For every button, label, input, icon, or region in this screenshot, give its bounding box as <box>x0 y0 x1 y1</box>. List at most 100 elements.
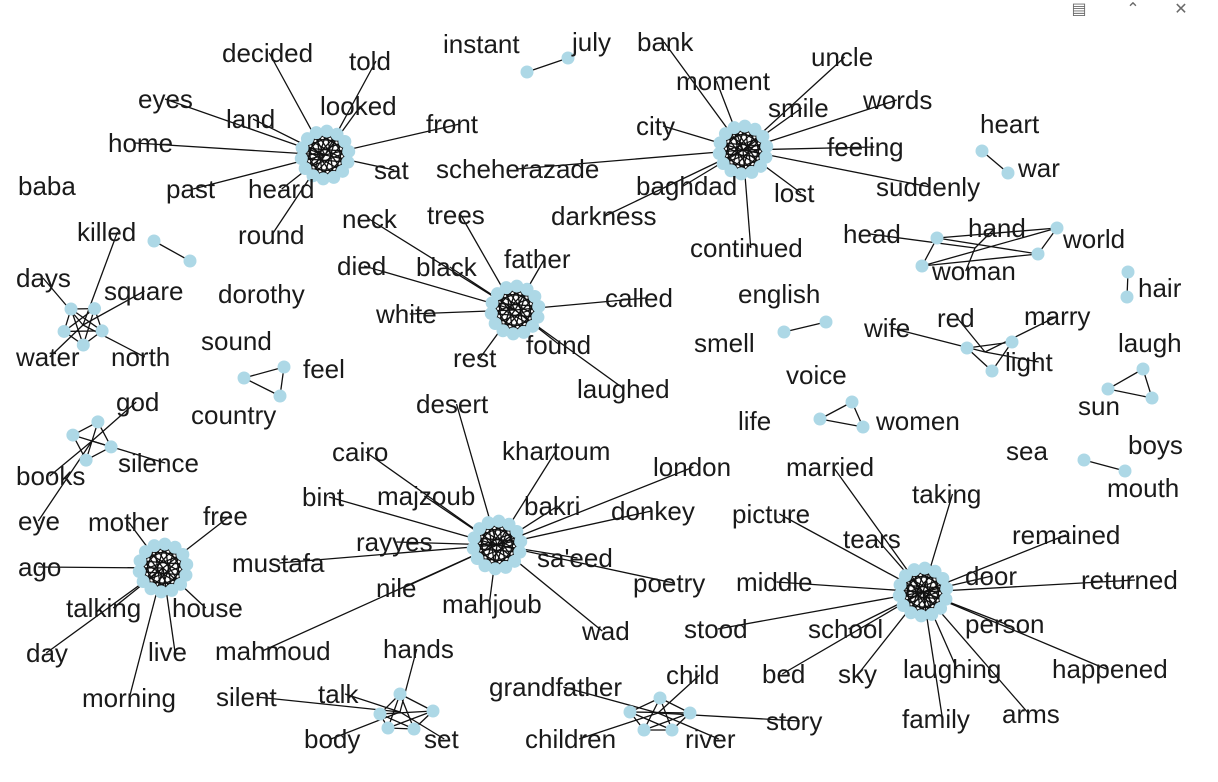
edge <box>783 321 827 333</box>
node <box>1101 382 1115 396</box>
word-label: door <box>965 561 1017 591</box>
node <box>393 687 407 701</box>
node <box>381 721 395 735</box>
word-label: died <box>337 251 386 281</box>
edge <box>1083 459 1126 472</box>
label-edge <box>682 149 744 187</box>
word-label: english <box>738 279 820 309</box>
node <box>147 539 161 553</box>
label-edge <box>742 149 931 188</box>
label-edge <box>984 351 1039 363</box>
edge <box>243 377 281 397</box>
node <box>907 563 921 577</box>
word-label: dorothy <box>218 279 305 309</box>
label-edge <box>252 118 326 156</box>
word-label: father <box>504 244 571 274</box>
word-label: picture <box>732 499 810 529</box>
node <box>936 571 950 585</box>
node <box>975 144 989 158</box>
label-edge <box>423 495 498 546</box>
label-edge <box>742 149 802 194</box>
label-edge <box>848 591 924 630</box>
edge <box>1107 388 1153 399</box>
label-edge <box>399 711 445 740</box>
word-label: wad <box>581 616 630 646</box>
node <box>738 119 752 133</box>
edge <box>921 227 1058 267</box>
node <box>466 542 480 556</box>
word-label: middle <box>736 567 813 597</box>
label-edge <box>922 591 1107 670</box>
double-chevron-up-icon[interactable]: ⌃ <box>1126 0 1140 18</box>
word-label: past <box>166 174 216 204</box>
node <box>760 139 774 153</box>
word-label: called <box>605 283 673 313</box>
word-label: marry <box>1024 301 1090 331</box>
word-label: returned <box>1081 565 1178 595</box>
close-icon[interactable]: ✕ <box>1174 0 1188 18</box>
word-label: grandfather <box>489 672 622 702</box>
edge <box>387 710 434 729</box>
node <box>528 289 542 303</box>
word-label: home <box>108 128 173 158</box>
label-edge <box>965 247 976 272</box>
node <box>298 162 312 176</box>
word-label: books <box>16 461 85 491</box>
node <box>1050 221 1064 235</box>
word-label: feel <box>303 354 345 384</box>
popout-window-icon[interactable]: ▤ <box>1071 0 1087 18</box>
word-label: days <box>16 263 71 293</box>
word-label: city <box>636 111 675 141</box>
word-label: sea <box>1006 436 1048 466</box>
node <box>925 607 939 621</box>
label-edge <box>922 493 954 593</box>
node <box>561 51 575 65</box>
word-label: hair <box>1138 273 1182 303</box>
word-label: laugh <box>1118 328 1182 358</box>
label-edge <box>49 324 84 358</box>
node <box>727 121 741 135</box>
node <box>896 599 910 613</box>
edge <box>936 227 1058 239</box>
word-label: heard <box>248 174 315 204</box>
word-label: sa'eed <box>537 543 613 573</box>
node <box>510 524 524 538</box>
word-label: sat <box>374 155 409 185</box>
node <box>342 144 356 158</box>
label-edge <box>496 466 694 546</box>
word-label: children <box>525 724 616 754</box>
word-label: god <box>116 387 159 417</box>
node <box>176 547 190 561</box>
word-label: remained <box>1012 520 1120 550</box>
word-label: looked <box>320 91 397 121</box>
word-label: taking <box>912 479 981 509</box>
word-label: baba <box>18 171 76 201</box>
word-label: decided <box>222 38 313 68</box>
node <box>91 415 105 429</box>
label-edge <box>496 505 559 546</box>
node <box>327 170 341 184</box>
word-label: mother <box>88 507 169 537</box>
label-edge <box>91 440 166 464</box>
node <box>819 315 833 329</box>
edge <box>819 418 864 428</box>
label-edge <box>279 544 498 564</box>
node <box>277 360 291 374</box>
node <box>856 420 870 434</box>
node <box>492 514 506 528</box>
node <box>756 129 770 143</box>
label-edge <box>82 290 145 326</box>
label-edge <box>368 218 516 311</box>
node <box>777 325 791 339</box>
node <box>481 516 495 530</box>
edge <box>720 142 767 148</box>
label-edge <box>449 266 516 311</box>
word-label: eye <box>18 506 60 536</box>
node <box>985 364 999 378</box>
label-edge <box>496 544 674 584</box>
word-label: laughed <box>577 374 670 404</box>
node <box>183 254 197 268</box>
label-edge <box>162 567 176 653</box>
node <box>338 134 352 148</box>
word-label: body <box>304 724 360 754</box>
